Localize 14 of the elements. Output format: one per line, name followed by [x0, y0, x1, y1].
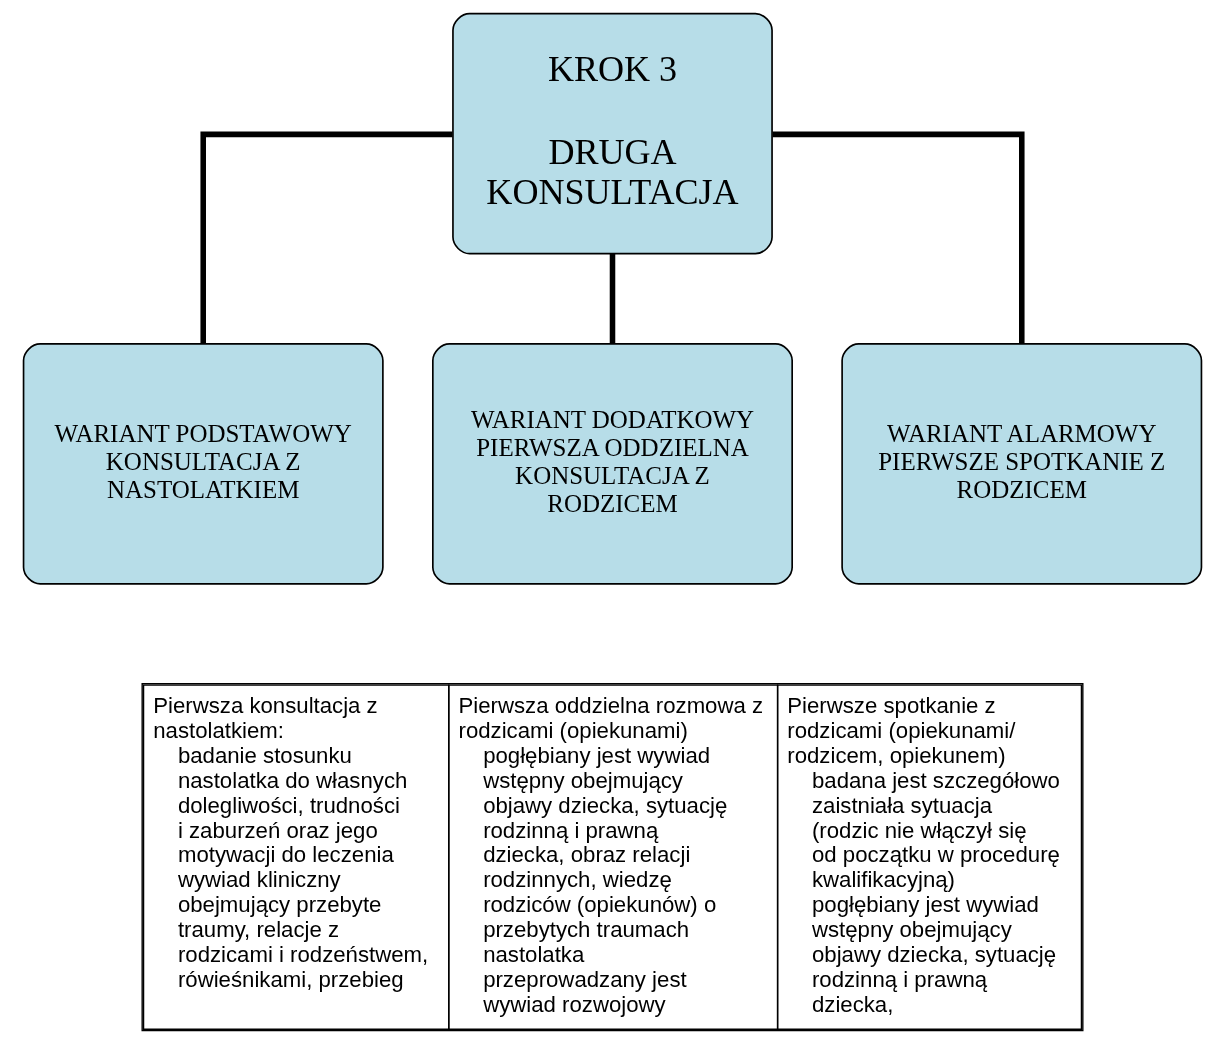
connector — [772, 131, 1025, 344]
node-box: WARIANT DODATKOWY PIERWSZA ODDZIELNA KONSULTACJA Z RODZICEM — [431, 343, 793, 585]
node-box: WARIANT PODSTAWOWY KONSULTACJA Z NASTOLATKIEM — [22, 343, 384, 585]
node-box: WARIANT ALARMOWY PIERWSZE SPOTKANIE Z RODZICEM — [840, 343, 1202, 585]
label: pogłębiany jest wywiad wstępny obejmujący objawy dziecka, sytuację rodzinną i prawną dziecka, — [811, 892, 1056, 1018]
connector — [199, 131, 452, 344]
label: Pierwsze spotkanie z rodzicami (opiekunami/ rodzicem, opiekunem) — [786, 692, 1015, 768]
label: Pierwsza oddzielna rozmowa z rodzicami (opiekunami) — [458, 692, 763, 743]
label: Pierwsza konsultacja z nastolatkiem: — [152, 692, 378, 743]
label: przeprowadzany jest wywiad rozwojowy — [482, 967, 687, 1018]
connector — [609, 253, 615, 344]
label: wywiad kliniczny obejmujący przebyte traumy, relacje z rodzicami i rodzeństwem, rówieśnikami, przebieg — [177, 867, 428, 993]
label: badana jest szczegółowo zaistniała sytuacja (rodzic nie włączył się od początku w procedurę kwalifikacyjną) — [811, 767, 1060, 893]
node-box: KROK 3 DRUGA KONSULTACJA — [451, 12, 773, 255]
